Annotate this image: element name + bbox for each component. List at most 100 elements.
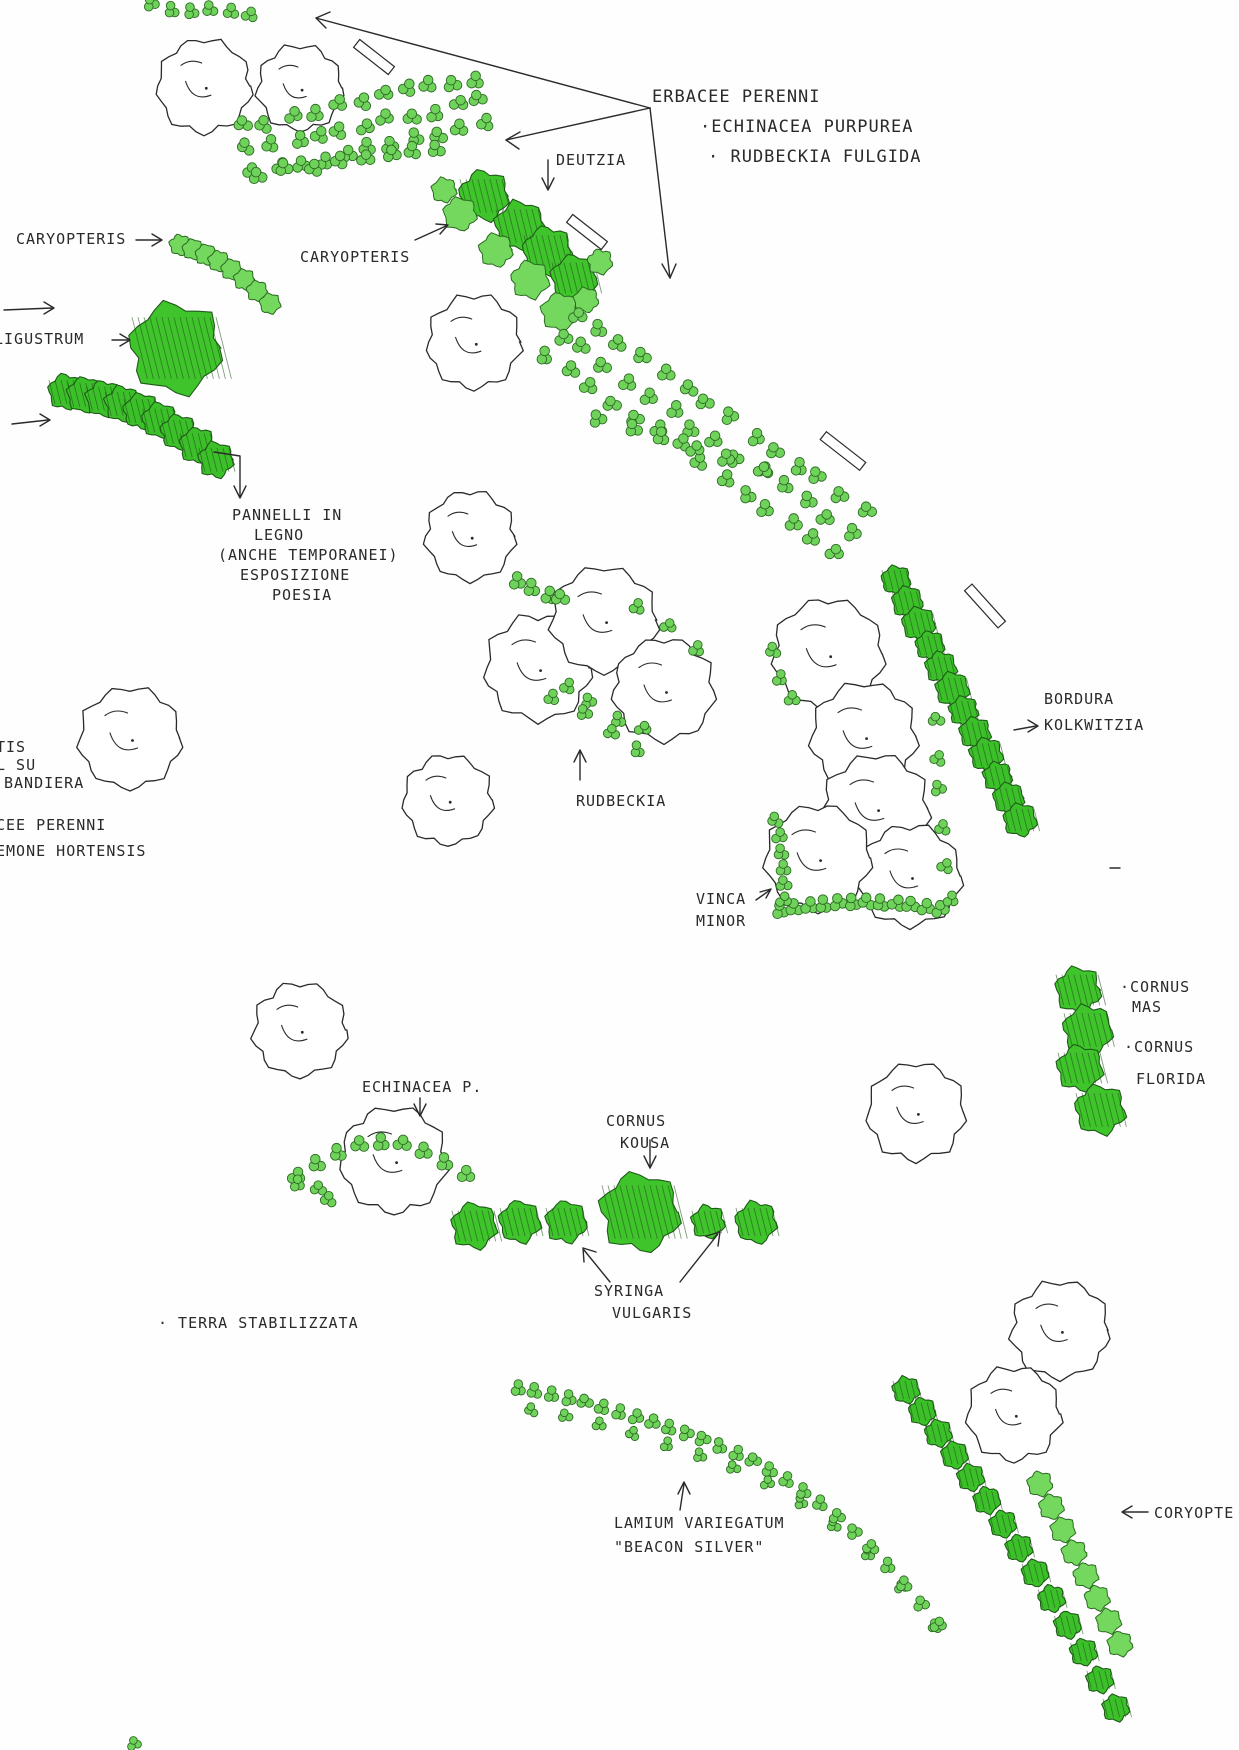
label-cornus-kousa: CORNUS KOUSA: [606, 1112, 670, 1152]
perennial: [728, 1444, 744, 1461]
tree-canopy: [249, 982, 349, 1080]
svg-text:CORNUS: CORNUS: [606, 1112, 666, 1130]
perennial: [618, 373, 637, 391]
perennial: [689, 452, 708, 471]
perennial: [857, 501, 878, 518]
label-deutzia: DEUTZIA: [556, 151, 626, 169]
label-terra-stabilizzata: · TERRA STABILIZZATA: [158, 1314, 359, 1332]
perennial: [328, 94, 348, 111]
perennial: [429, 126, 449, 144]
tree-canopy: [75, 687, 184, 792]
arrowhead: [677, 1481, 691, 1495]
caryopteris-shrub: [1100, 1693, 1132, 1723]
label-echinacea-p: ECHINACEA P.: [362, 1078, 482, 1096]
svg-text:KOUSA: KOUSA: [620, 1134, 670, 1152]
caryopteris-shrub: [955, 1462, 987, 1493]
leader-arrow: [649, 107, 671, 279]
arrowhead: [151, 233, 163, 247]
svg-text:VINCA: VINCA: [696, 890, 746, 908]
perennial: [784, 513, 803, 531]
perennial: [678, 1424, 695, 1442]
perennial: [248, 166, 268, 184]
caryopteris-shrub: [1020, 1558, 1052, 1588]
svg-text:TIS: TIS: [0, 738, 26, 756]
arrowhead: [1121, 1505, 1133, 1519]
caryopteris-shrub: [891, 1374, 922, 1405]
perennial: [659, 1436, 673, 1452]
caryopteris-shrub: [907, 1396, 939, 1427]
svg-text:LEGNO: LEGNO: [254, 526, 304, 544]
perennial: [880, 1556, 896, 1574]
perennial: [785, 898, 804, 916]
perennial: [607, 334, 627, 352]
perennial: [704, 430, 723, 448]
perennial: [644, 1413, 661, 1429]
leader-arrow: [1013, 725, 1037, 731]
perennial: [628, 598, 645, 615]
perennial: [660, 1418, 677, 1436]
tree-canopy: [865, 1063, 968, 1165]
perennial: [236, 137, 255, 156]
perennial: [303, 158, 323, 177]
deutzia-shrub: [477, 232, 514, 268]
leader-arrow: [213, 451, 241, 497]
perennial: [679, 379, 699, 397]
perennial: [862, 1539, 880, 1555]
perennial: [611, 1403, 626, 1420]
label-caryopteris-right: CORYOPTE: [1154, 1504, 1234, 1522]
caryopteris-shrub: [1026, 1470, 1054, 1498]
perennial: [292, 130, 309, 149]
arrowhead: [573, 749, 587, 763]
perennial: [930, 779, 947, 797]
perennial: [639, 387, 658, 406]
perennial: [759, 1475, 776, 1490]
perennial: [350, 1135, 370, 1152]
label-rudbeckia-fulgida: · RUDBECKIA FULGIDA: [708, 147, 921, 167]
perennial: [184, 2, 200, 20]
deutzia-shrub: [572, 286, 600, 314]
perennial: [716, 469, 735, 488]
arrowhead: [119, 333, 131, 347]
deutzia-shrub: [539, 292, 580, 332]
caryopteris-shrub: [1072, 1562, 1100, 1590]
perennial: [353, 92, 372, 112]
perennial: [456, 1164, 476, 1183]
caryopteris-shrub: [939, 1440, 971, 1470]
perennial: [550, 588, 571, 605]
perennial: [844, 522, 862, 542]
perennial: [828, 1507, 846, 1524]
perennial: [372, 1132, 390, 1151]
perennial: [383, 144, 402, 163]
perennial: [222, 2, 240, 19]
arrowhead: [233, 485, 247, 499]
plantings: [47, 0, 1134, 1750]
caryopteris-shrub: [972, 1485, 1003, 1516]
perennial: [815, 509, 835, 526]
perennial: [685, 440, 705, 457]
perennial: [611, 710, 627, 728]
perennial: [633, 720, 652, 735]
perennial: [652, 426, 670, 446]
perennial: [414, 1141, 433, 1159]
perennial: [330, 1142, 347, 1161]
perennial: [630, 740, 645, 758]
perennial: [936, 858, 953, 875]
perennial: [771, 669, 787, 686]
perennial: [526, 1381, 543, 1399]
perennial: [328, 121, 347, 141]
perennial: [306, 103, 324, 122]
perennial: [783, 690, 801, 706]
perennial: [308, 1153, 326, 1172]
caryopteris-shrub: [1049, 1516, 1077, 1544]
label-left-note: TIS L SU BANDIERA: [0, 738, 83, 792]
perennial: [510, 1379, 526, 1396]
perennial: [896, 1575, 913, 1592]
perennial: [561, 1389, 577, 1407]
perennial: [593, 1398, 610, 1416]
perennial: [284, 106, 303, 124]
perennial: [694, 1430, 712, 1447]
label-pannelli: PANNELLI IN LEGNO (ANCHE TEMPORANEI) ESP…: [218, 506, 398, 604]
svg-text:LAMIUM VARIEGATUM: LAMIUM VARIEGATUM: [614, 1514, 785, 1532]
leader-arrow: [315, 17, 651, 109]
leader-arrow: [679, 1483, 685, 1511]
